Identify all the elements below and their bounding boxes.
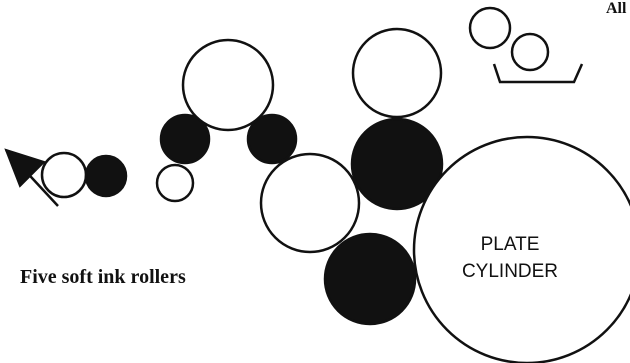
- ductor-roller: [84, 154, 128, 198]
- water-pan: [492, 63, 584, 84]
- form-roller-lower: [323, 232, 417, 326]
- water-roller-right: [510, 32, 550, 72]
- distributor-roller-left: [159, 113, 211, 165]
- caption-five-soft-ink-rollers: Five soft ink rollers: [20, 266, 186, 288]
- distributor-roller-right: [246, 113, 298, 165]
- plate-cylinder: [412, 135, 630, 363]
- water-roller-left: [468, 6, 512, 50]
- fountain-roller: [40, 151, 88, 199]
- plate-cylinder-label-line2: CYLINDER: [462, 261, 558, 282]
- plate-cylinder-label-line1: PLATE: [481, 234, 540, 255]
- oscillator-roller-top: [181, 38, 275, 132]
- form-roller-upper: [350, 117, 444, 211]
- oscillator-roller-middle: [259, 152, 361, 254]
- oscillator-roller-right: [351, 27, 443, 119]
- top-right-text: All: [606, 0, 627, 17]
- ink-fountain-blade: [4, 148, 59, 207]
- small-roller-left: [155, 163, 195, 203]
